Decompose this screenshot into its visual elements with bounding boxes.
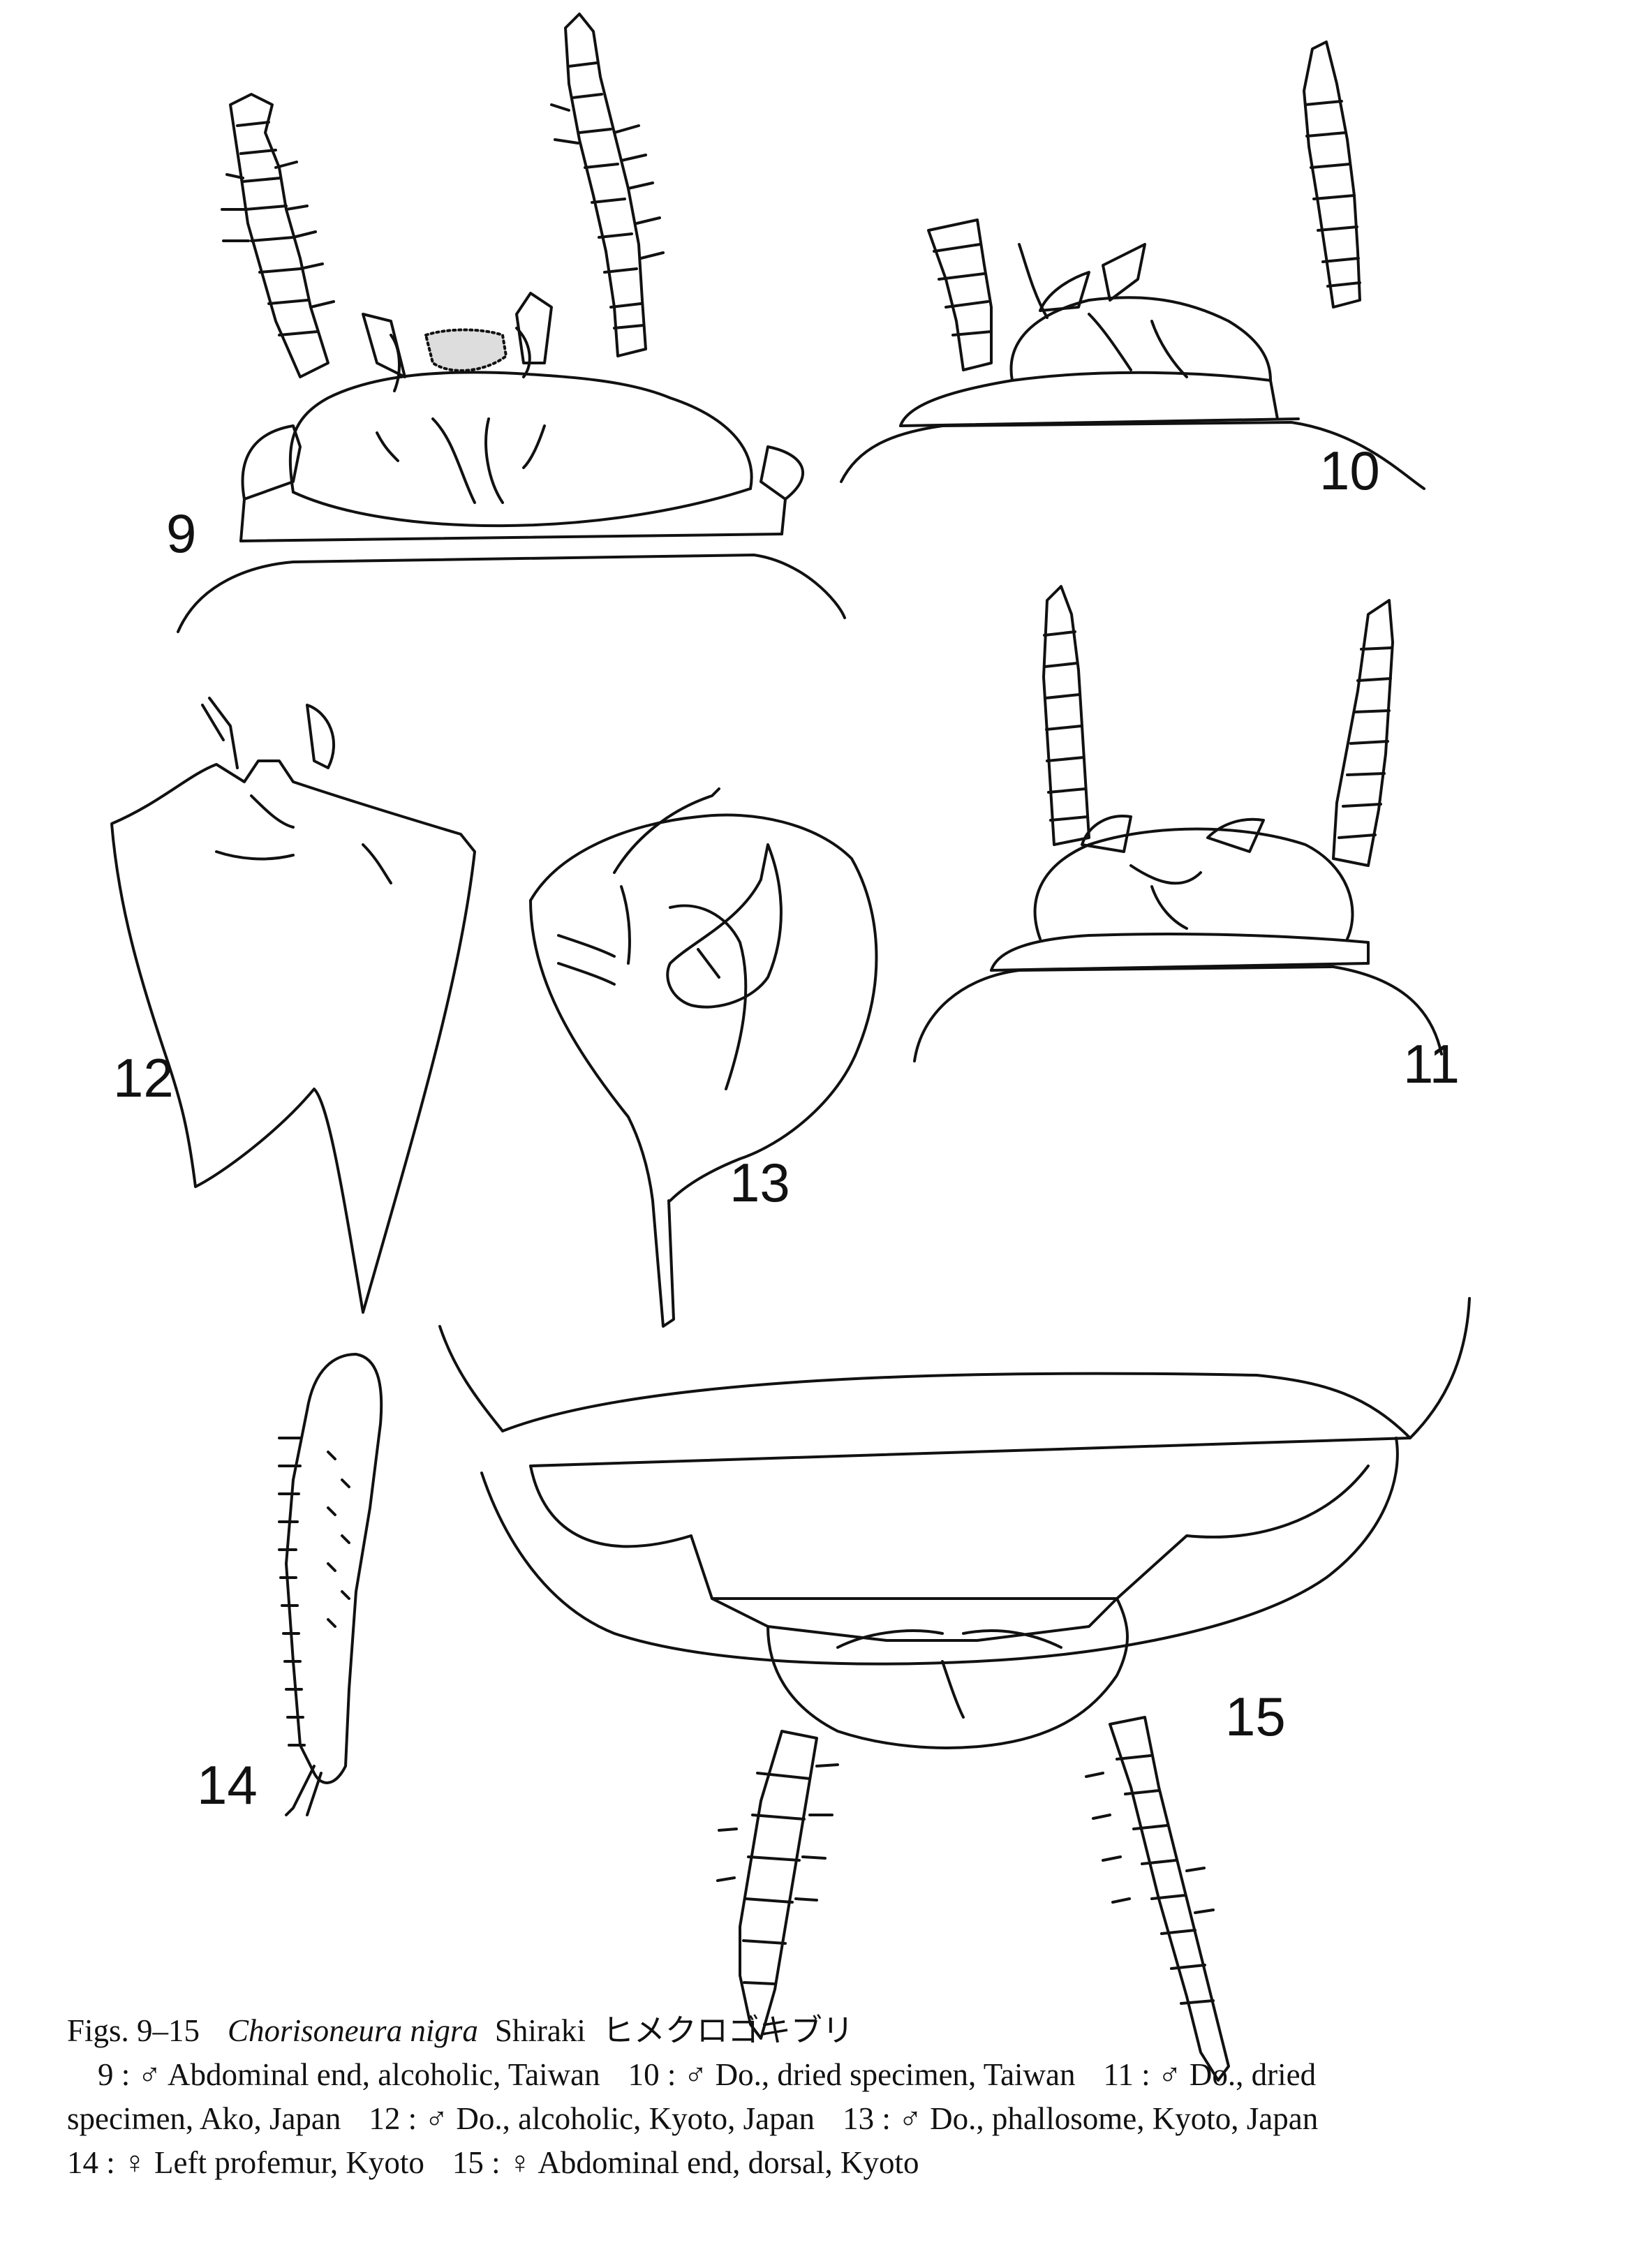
caption-species: Chorisoneura nigra bbox=[228, 2013, 478, 2048]
figure-label-9: 9 bbox=[166, 503, 197, 564]
figure-15-drawing bbox=[438, 1297, 1471, 2082]
caption-line-2: 9 : ♂ Abdominal end, alcoholic, Taiwan 10… bbox=[67, 2053, 1575, 2097]
caption-line-3: specimen, Ako, Japan 12 : ♂ Do., alcoholi… bbox=[67, 2097, 1575, 2141]
caption-title-line: Figs. 9–15 Chorisoneura nigra Shiraki ヒメクロゴ… bbox=[67, 2009, 1575, 2053]
figure-label-14: 14 bbox=[197, 1754, 258, 1816]
figure-10-drawing bbox=[840, 40, 1425, 490]
figure-label-11: 11 bbox=[1403, 1033, 1460, 1095]
caption-entry-9: 9 : ♂ Abdominal end, alcoholic, Taiwan bbox=[98, 2057, 600, 2092]
figure-label-13: 13 bbox=[729, 1152, 790, 1213]
caption-entry-12: 12 : ♂ Do., alcoholic, Kyoto, Japan bbox=[369, 2101, 815, 2136]
caption-figs-prefix: Figs. 9–15 bbox=[67, 2013, 200, 2048]
figure-12-drawing bbox=[110, 697, 476, 1314]
caption-entry-13: 13 : ♂ Do., phallosome, Kyoto, Japan bbox=[843, 2101, 1319, 2136]
figure-label-12: 12 bbox=[113, 1047, 174, 1109]
figure-label-15: 15 bbox=[1225, 1686, 1286, 1747]
caption-entry-11: 11 : ♂ Do., dried bbox=[1103, 2057, 1317, 2092]
caption-entry-15: 15 : ♀ Abdominal end, dorsal, Kyoto bbox=[452, 2145, 919, 2180]
caption-entry-14: 14 : ♀ Left profemur, Kyoto bbox=[67, 2145, 424, 2180]
figure-13-drawing bbox=[529, 787, 878, 1328]
caption-entry-10: 10 : ♂ Do., dried specimen, Taiwan bbox=[628, 2057, 1076, 2092]
caption-author: Shiraki bbox=[494, 2013, 586, 2048]
figure-label-10: 10 bbox=[1319, 440, 1380, 501]
caption-line-4: 14 : ♀ Left profemur, Kyoto 15 : ♀ Abdomi… bbox=[67, 2141, 1575, 2185]
figure-9-drawing bbox=[177, 13, 846, 633]
caption-japanese-name: ヒメクロゴキブリ bbox=[602, 2013, 854, 2048]
figure-14-drawing bbox=[278, 1353, 383, 1816]
figure-11-drawing bbox=[913, 585, 1443, 1062]
caption-entry-11-cont: specimen, Ako, Japan bbox=[67, 2101, 341, 2136]
figure-caption: Figs. 9–15 Chorisoneura nigra Shiraki ヒメクロゴ… bbox=[67, 2009, 1575, 2185]
